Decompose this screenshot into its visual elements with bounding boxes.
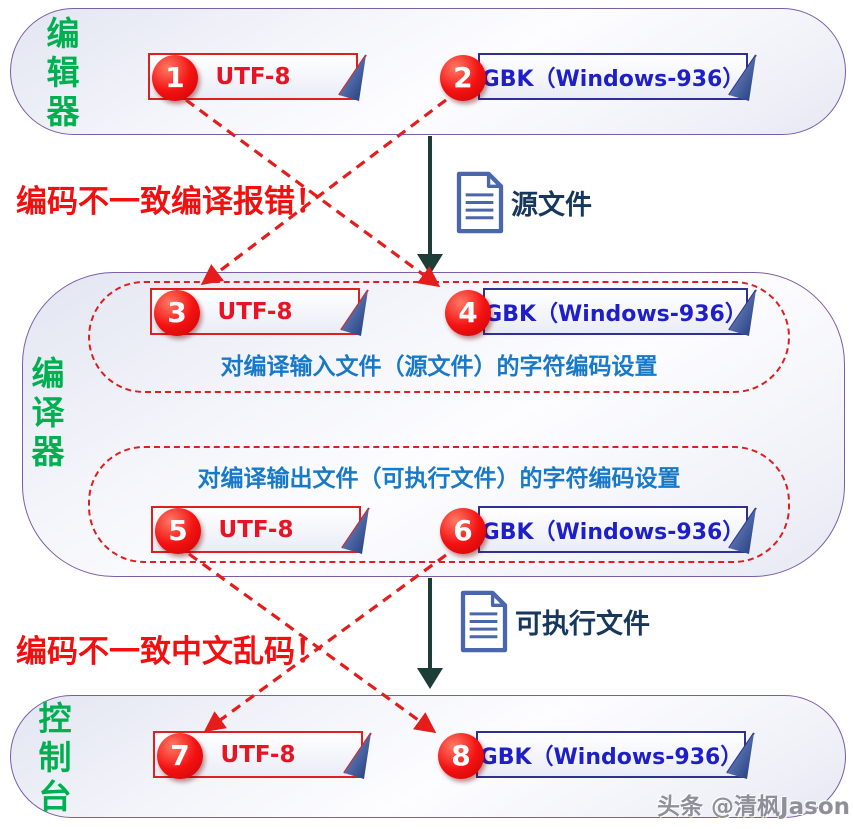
encoding-box-utf8-editor: 1 UTF-8 xyxy=(148,53,367,101)
watermark: 头条 @清枫Jason xyxy=(657,794,850,820)
encoding-label: GBK（Windows-936） xyxy=(481,66,745,92)
encoding-box-gbk-console: 8 GBK（Windows-936） xyxy=(438,731,755,779)
editor-title: 编辑器 xyxy=(41,16,80,133)
step-badge-6: 6 xyxy=(440,508,486,554)
compile-error-warning: 编码不一致编译报错！ xyxy=(16,184,326,220)
encoding-box-gbk-editor: 2 GBK（Windows-936） xyxy=(440,53,757,101)
executable-file-label: 可执行文件 xyxy=(515,609,650,640)
encoding-label: GBK（Windows-936） xyxy=(484,301,747,327)
encoding-box-utf8-console: 7 UTF-8 xyxy=(153,731,372,779)
document-icon xyxy=(460,590,508,653)
executable-file-group: 可执行文件 xyxy=(459,590,650,653)
step-badge-1: 1 xyxy=(152,55,198,101)
step-badge-2: 2 xyxy=(440,55,486,101)
encoding-label: GBK（Windows-936） xyxy=(479,744,743,770)
encoding-box-gbk-compiler-output: 6 GBK（Windows-936） xyxy=(440,506,757,554)
step-badge-8: 8 xyxy=(438,733,484,779)
compiler-output-caption: 对编译输出文件（可执行文件）的字符编码设置 xyxy=(197,466,681,492)
step-badge-7: 7 xyxy=(157,733,203,779)
encoding-box-gbk-compiler-input: 4 GBK（Windows-936） xyxy=(445,288,757,336)
encoding-label: UTF-8 xyxy=(215,63,291,90)
flow-arrow-source-file xyxy=(417,136,443,275)
flow-arrow-executable xyxy=(417,578,443,689)
encoding-box-utf8-compiler-output: 5 UTF-8 xyxy=(151,506,370,554)
compiler-input-caption: 对编译输入文件（源文件）的字符编码设置 xyxy=(220,354,658,380)
console-title: 控制台 xyxy=(33,701,72,818)
encoding-label: UTF-8 xyxy=(218,516,294,543)
step-badge-3: 3 xyxy=(154,290,200,336)
step-badge-4: 4 xyxy=(445,290,491,336)
encoding-label: UTF-8 xyxy=(220,741,296,768)
encoding-label: GBK（Windows-936） xyxy=(481,519,745,545)
compiler-title: 编译器 xyxy=(26,356,65,473)
document-icon xyxy=(456,171,504,234)
source-file-label: 源文件 xyxy=(511,190,592,221)
step-badge-5: 5 xyxy=(155,508,201,554)
garbled-text-warning: 编码不一致中文乱码！ xyxy=(16,634,326,670)
encoding-box-utf8-compiler-input: 3 UTF-8 xyxy=(150,288,369,336)
source-file-group: 源文件 xyxy=(455,171,592,234)
encoding-label: UTF-8 xyxy=(217,298,293,325)
